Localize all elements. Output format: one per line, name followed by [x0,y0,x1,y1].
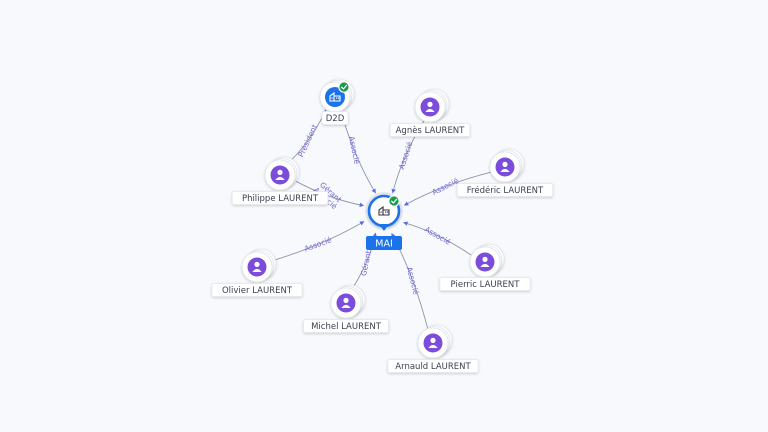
node-label-text: Frédéric LAURENT [467,185,544,196]
person-icon [336,293,356,313]
edge-line [269,221,365,262]
node-label-text: Arnauld LAURENT [395,362,471,372]
node-d2d[interactable]: D2D [319,78,355,125]
center-label-text: MAI [375,239,393,250]
node-label-text: Agnès LAURENT [396,125,466,136]
node-label-text: Philippe LAURENT [242,194,319,204]
verified-check-icon [338,81,350,93]
edge-label: Gérant [359,250,373,277]
edge-pierric-mai[interactable]: Associé [403,221,473,257]
node-label: Frédéric LAURENT [456,183,554,197]
node-label-text: Olivier LAURENT [222,286,293,296]
node-philippe[interactable]: Philippe LAURENT [231,156,329,205]
edge-label: Associé [431,176,461,197]
person-icon [420,97,440,117]
building-icon [329,91,341,102]
building-icon [378,205,390,216]
person-icon [270,165,290,185]
edge-label: Associé [423,225,452,247]
node-agnes[interactable]: Agnès LAURENT [389,88,471,137]
node-label: Pierric LAURENT [439,277,531,291]
edge-line [403,221,473,257]
edge-line [403,171,493,206]
node-label: Michel LAURENT [303,319,389,333]
person-icon [495,157,515,177]
node-olivier[interactable]: Olivier LAURENT [211,248,303,297]
nodes-layer: D2D Agnès LAURENT Frédéric LAURENT Philippe… [211,78,554,373]
edge-label: Associé [303,235,333,253]
node-frederic[interactable]: Frédéric LAURENT [456,148,554,197]
node-label-text: Pierric LAURENT [451,280,521,290]
node-label: Agnès LAURENT [389,123,471,137]
center-node[interactable]: MAI [365,192,403,250]
verified-check-icon [388,195,400,207]
node-label: D2D [321,111,349,125]
person-icon [475,252,495,272]
center-label: MAI [366,236,402,250]
edge-label: Associé [405,266,421,296]
node-label: Arnauld LAURENT [387,359,479,373]
node-label-text: Michel LAURENT [311,322,382,332]
node-michel[interactable]: Michel LAURENT [303,284,389,333]
edge-label: Associé [397,140,414,170]
node-label: Philippe LAURENT [231,191,329,205]
node-pierric[interactable]: Pierric LAURENT [439,243,531,291]
pin-tip [379,224,389,231]
edge-label: Associé [347,135,362,165]
edge-olivier-mai[interactable]: Associé [269,221,365,262]
edge-line [292,179,365,208]
node-label: Olivier LAURENT [211,283,303,297]
edge-label: Président [296,123,319,159]
edge-philippe-d2d[interactable]: Président [287,109,327,164]
node-label-text: D2D [326,114,345,124]
person-icon [423,333,443,353]
node-arnauld[interactable]: Arnauld LAURENT [387,324,479,373]
person-icon [247,257,267,277]
